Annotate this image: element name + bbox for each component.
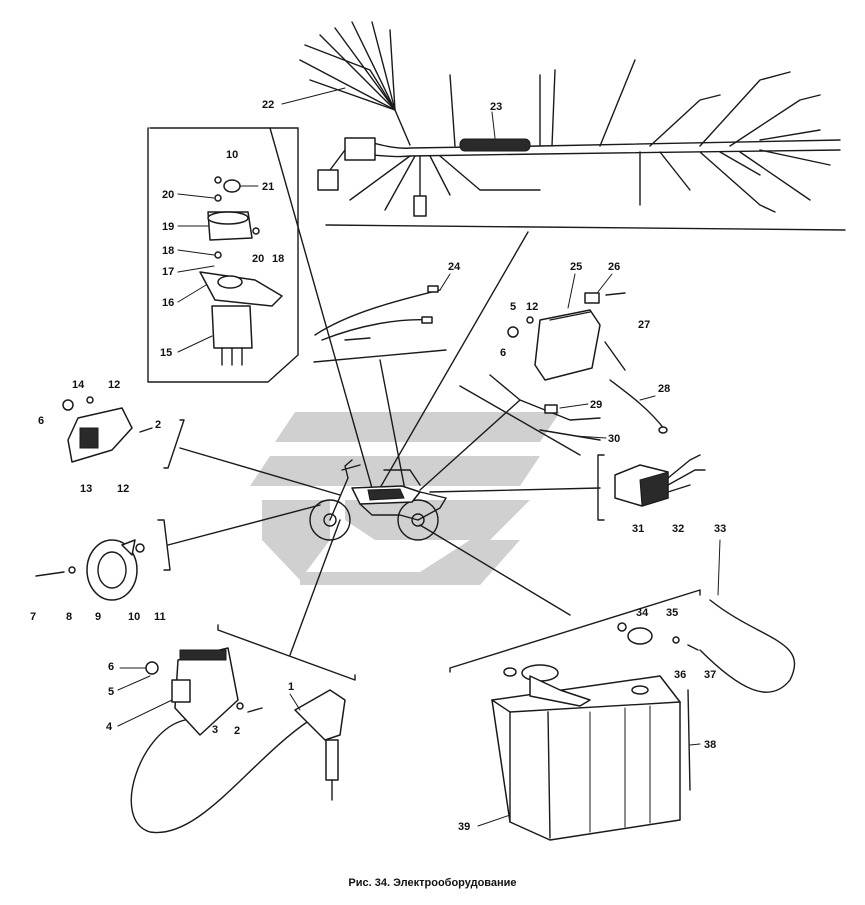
callout-38: 38 [704,739,716,751]
callout-39: 39 [458,821,470,833]
motorcycle [309,459,447,541]
callout-7: 7 [30,611,36,623]
callout-6: 6 [38,415,44,427]
callout-12: 12 [526,301,538,313]
callout-8: 8 [66,611,72,623]
callout-2: 2 [234,725,240,737]
callout-18: 18 [272,253,284,265]
callout-18: 18 [162,245,174,257]
figure-caption: Рис. 34. Электрооборудование [348,877,517,889]
callout-labels: 1 2 2 3 4 5 5 6 6 6 7 8 9 10 10 11 12 12… [30,99,726,833]
callout-33: 33 [714,523,726,535]
callout-30: 30 [608,433,620,445]
callout-pointers [117,87,721,827]
callout-29: 29 [590,399,602,411]
callout-3: 3 [212,724,218,736]
relay-13 [62,396,153,463]
callout-35: 35 [666,607,678,619]
callout-6: 6 [108,661,114,673]
callout-15: 15 [160,347,172,359]
callout-22: 22 [262,99,274,111]
callout-21: 21 [262,181,274,193]
callout-13: 13 [80,483,92,495]
callout-28: 28 [658,383,670,395]
ignition-switch-assembly [199,176,283,366]
callout-9: 9 [95,611,101,623]
callout-10: 10 [128,611,140,623]
callout-25: 25 [570,261,582,273]
battery [491,599,796,841]
ignition-coil [130,647,346,834]
callout-34: 34 [636,607,649,619]
callout-20: 20 [162,189,174,201]
horn [35,539,145,601]
callout-5: 5 [510,301,516,313]
callout-36: 36 [674,669,686,681]
leader-lines [167,127,601,656]
callout-6: 6 [500,347,506,359]
callout-24: 24 [448,261,461,273]
callout-27: 27 [638,319,650,331]
group-brackets [147,127,846,681]
callout-19: 19 [162,221,174,233]
callout-4: 4 [106,721,113,733]
callout-31: 31 [632,523,644,535]
wiring-harness [299,21,841,217]
switch-unit [614,454,706,507]
callout-12: 12 [117,483,129,495]
callout-5: 5 [108,686,114,698]
callout-12: 12 [108,379,120,391]
callout-37: 37 [704,669,716,681]
callout-20: 20 [252,253,264,265]
callout-2: 2 [155,419,161,431]
callout-14: 14 [72,379,85,391]
callout-1: 1 [288,681,294,693]
wire-set-24 [314,285,441,341]
callout-17: 17 [162,266,174,278]
callout-16: 16 [162,297,174,309]
callout-11: 11 [154,611,166,623]
wires-28-30 [489,374,668,441]
callout-23: 23 [490,101,502,113]
callout-10: 10 [226,149,238,161]
callout-32: 32 [672,523,684,535]
relay-regulator [507,292,626,381]
callout-26: 26 [608,261,620,273]
